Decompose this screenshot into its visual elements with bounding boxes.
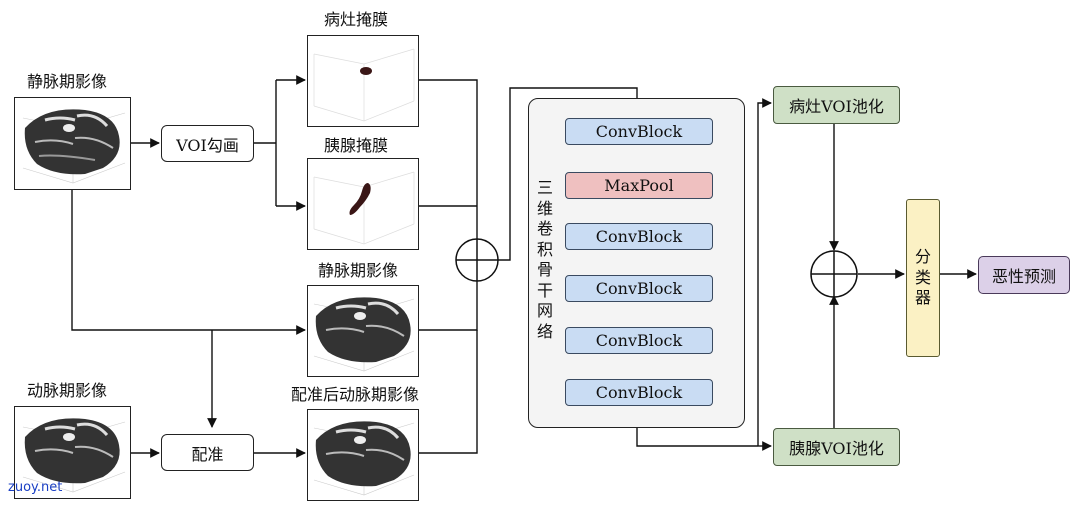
venous-phase-label: 静脉期影像 [27,72,108,91]
backbone-block-2: MaxPool [565,172,713,199]
backbone-block-5: ConvBlock [565,327,713,354]
pancreas-mask-image [307,158,419,250]
venous-phase-image [14,97,131,190]
classifier-box [906,199,940,357]
arterial-phase-image [14,406,131,499]
venous-phase-copy-image [307,285,419,377]
registered-arterial-image [307,409,419,501]
backbone-title: 三维卷积骨干网络 [536,178,553,341]
pancreas-voi-pooling-box: 胰腺VOI池化 [773,428,900,466]
classifier-label: 分类器 [914,247,931,307]
registered-arterial-label: 配准后动脉期影像 [291,385,420,404]
watermark-text: zuoy.net [8,480,63,495]
lesion-mask-image [307,35,419,127]
backbone-block-1: ConvBlock [565,118,713,145]
arterial-phase-label: 动脉期影像 [27,381,108,400]
malignancy-prediction-box: 恶性预测 [978,256,1070,294]
backbone-block-4: ConvBlock [565,275,713,302]
lesion-voi-pooling-box: 病灶VOI池化 [773,86,900,124]
backbone-panel [528,98,745,428]
sum-node-1 [455,238,499,282]
lesion-mask-label: 病灶掩膜 [324,10,389,29]
pancreas-mask-label: 胰腺掩膜 [324,136,389,155]
backbone-block-6: ConvBlock [565,379,713,406]
backbone-block-3: ConvBlock [565,223,713,250]
registration-box: 配准 [161,434,254,471]
sum-node-2 [810,250,858,298]
venous-phase-copy-label: 静脉期影像 [318,261,399,280]
voi-delineation-box: VOI勾画 [161,125,254,162]
